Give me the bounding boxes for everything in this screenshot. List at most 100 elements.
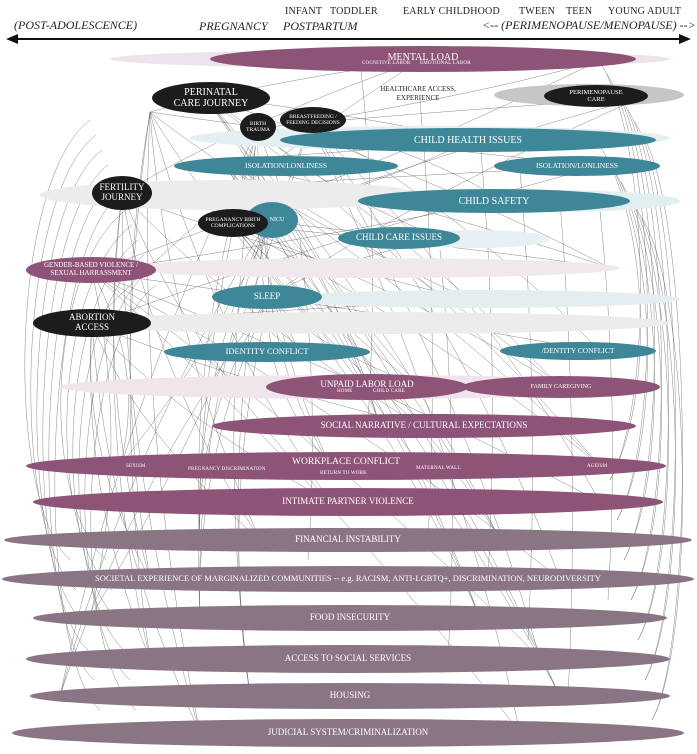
breastfeeding-title: BREASTFEEDING / FEEDING DECISIONS: [286, 113, 340, 126]
family-caregiving-title: FAMILY CAREGIVING: [530, 383, 592, 390]
ghost-band: [120, 258, 620, 278]
timeline-stage-tween: TWEEN: [519, 6, 555, 17]
child-health-title: CHILD HEALTH ISSUES: [414, 134, 522, 146]
food-insecurity-node: FOOD INSECURITY: [33, 605, 667, 631]
unpaid-labor-sub-home: HOME: [337, 389, 353, 394]
connection-arc-right: [634, 121, 676, 681]
unpaid-labor-load-node: UNPAID LABOR LOAD: [266, 374, 468, 400]
child-safety-title: CHILD SAFETY: [458, 195, 530, 207]
connection-arc-right: [641, 217, 683, 721]
timeline-arrow-right-head: [679, 34, 691, 44]
breastfeeding-node: BREASTFEEDING / FEEDING DECISIONS: [280, 107, 346, 133]
societal-experience-title: SOCIETAL EXPERIENCE OF MARGINALIZED COMM…: [95, 573, 601, 584]
perimenopause-care-inner: PERIMENOPAUSE CARE: [544, 85, 648, 107]
workplace-sub-sexism: SEXISM: [126, 464, 146, 469]
connection-line: [129, 111, 151, 580]
connection-drop: [599, 209, 613, 601]
timeline-stage-young-adult: YOUNG ADULT: [608, 6, 682, 17]
fertility-journey-title: FERTILITY JOURNEY: [99, 182, 145, 202]
mental-load-title: MENTAL LOAD: [387, 51, 459, 63]
child-care-issues-node: CHILD CARE ISSUES: [338, 227, 460, 249]
connection-line: [204, 95, 601, 467]
isolation-right-node: ISOLATION/LONLINESS: [494, 156, 660, 176]
connection-line: [91, 323, 421, 427]
access-social-services-node: ACCESS TO SOCIAL SERVICES: [26, 645, 670, 673]
connection-arc-left: [72, 239, 139, 621]
timeline-stage-postpartum: POSTPARTUM: [283, 19, 358, 33]
connection-arc-left: [48, 179, 115, 681]
workplace-conflict-title: WORKPLACE CONFLICT: [292, 456, 400, 467]
workplace-sub-maternal-wall: MATERNAL WALL: [416, 466, 461, 471]
connection-line: [149, 111, 331, 503]
connection-arc-left: [84, 269, 151, 681]
ghost-band: [70, 312, 670, 334]
isolation-left-node: ISOLATION/LONLINESS: [174, 156, 398, 176]
timeline-right-label: <-- (PERIMENOPAUSE/MENOPAUSE) -->: [482, 18, 696, 32]
connection-arc-left: [30, 134, 97, 591]
connection-drop: [299, 239, 313, 561]
identity-conflict-left-node: IDENTITY CONFLICT: [164, 342, 370, 362]
gender-based-violence-node: GENDER-BASED VIOLENCE / SEXUAL HARRASSME…: [26, 257, 156, 283]
child-safety-node: CHILD SAFETY: [358, 189, 630, 213]
connection-arc-right: [599, 145, 641, 481]
timeline-left-label: (POST-ADOLESCENCE): [14, 18, 138, 32]
identity-conflict-right-title: /DENTITY CONFLICT: [541, 345, 615, 355]
workplace-sub-return-to-work: RETURN TO WORK: [320, 471, 367, 476]
timeline-stage-teen: TEEN: [566, 6, 593, 17]
perinatal-care-title: PERINATAL CARE JOURNEY: [173, 87, 249, 109]
family-caregiving-node: FAMILY CAREGIVING: [462, 376, 660, 398]
financial-instability-title: FINANCIAL INSTABILITY: [295, 534, 401, 545]
unpaid-labor-load-title: UNPAID LABOR LOAD: [320, 378, 414, 389]
workplace-conflict-node: WORKPLACE CONFLICT: [26, 452, 666, 480]
connection-line: [91, 165, 601, 325]
isolation-right-title: ISOLATION/LONLINESS: [535, 160, 619, 170]
social-narrative-node: SOCIAL NARRATIVE / CULTURAL EXPECTATIONS: [212, 414, 636, 438]
sleep-title: SLEEP: [253, 291, 281, 302]
birth-trauma-node: BIRTH TRAUMA: [240, 113, 276, 141]
birth-trauma-title: BIRTH TRAUMA: [246, 120, 270, 133]
mental-load-sub-emotional: EMOTIONAL LABOR: [420, 61, 471, 66]
judicial-system-node: JUDICIAL SYSTEM/CRIMINALIZATION: [12, 719, 684, 747]
workplace-sub-ageism: AGEISM: [587, 464, 608, 469]
housing-title: HOUSING: [329, 690, 371, 701]
timeline-stage-toddler: TODDLER: [330, 6, 378, 17]
pregnancy-birth-complications-node: PREGANANCY BIRTH COMPLICATIONS: [198, 209, 268, 237]
connection-arc-right: [613, 169, 655, 561]
social-narrative-title: SOCIAL NARRATIVE / CULTURAL EXPECTATIONS: [320, 420, 528, 431]
abortion-access-title: ABORTION ACCESS: [69, 312, 115, 332]
identity-conflict-right-node: /DENTITY CONFLICT: [500, 342, 656, 360]
timeline-stage-infant: INFANT: [285, 6, 323, 17]
intimate-partner-violence-node: INTIMATE PARTNER VIOLENCE: [33, 488, 663, 516]
isolation-left-title: ISOLATION/LONLINESS: [244, 160, 328, 170]
gender-based-violence-title: GENDER-BASED VIOLENCE / SEXUAL HARRASSME…: [44, 261, 138, 277]
child-health-node: CHILD HEALTH ISSUES: [280, 128, 656, 152]
judicial-system-title: JUDICIAL SYSTEM/CRIMINALIZATION: [267, 727, 429, 738]
connection-line: [91, 271, 129, 467]
timeline-arrow-left-head: [6, 34, 18, 44]
timeline-stage-pregnancy: PREGNANCY: [199, 19, 268, 33]
connection-arc-right: [620, 181, 662, 601]
financial-instability-node: FINANCIAL INSTABILITY: [4, 528, 692, 552]
mental-load-sub-cognitive: COGNITIVE LABOR: [362, 61, 411, 66]
connection-arc-right: [634, 205, 676, 681]
ghost-band: [280, 290, 680, 308]
societal-experience-node: SOCIETAL EXPERIENCE OF MARGINALIZED COMM…: [2, 566, 694, 592]
sleep-node: SLEEP: [212, 285, 322, 309]
connection-arc-right: [627, 193, 669, 641]
food-insecurity-title: FOOD INSECURITY: [309, 612, 391, 623]
connection-arc-right: [627, 109, 669, 641]
timeline-stage-early-childhood: EARLY CHILDHOOD: [403, 6, 500, 17]
intimate-partner-violence-title: INTIMATE PARTNER VIOLENCE: [282, 496, 414, 507]
identity-conflict-left-title: IDENTITY CONFLICT: [225, 346, 309, 357]
workplace-sub-pregnancy-discrimination: PREGNANCY DISCRIMINATION: [188, 467, 266, 472]
perinatal-care-node: PERINATAL CARE JOURNEY: [152, 82, 270, 114]
pregnancy-birth-complications-title: PREGANANCY BIRTH COMPLICATIONS: [205, 216, 261, 229]
housing-node: HOUSING: [30, 683, 670, 709]
healthcare-access-label: HEALTHCARE ACCESS, EXPERIENCE: [380, 85, 456, 103]
abortion-access-node: ABORTION ACCESS: [33, 309, 151, 337]
perimenopause-care-title: PERIMENOPAUSE CARE: [569, 88, 623, 103]
connection-arc-right: [641, 133, 683, 721]
nicu-title: NICU: [269, 216, 285, 223]
access-social-services-title: ACCESS TO SOCIAL SERVICES: [284, 653, 412, 664]
